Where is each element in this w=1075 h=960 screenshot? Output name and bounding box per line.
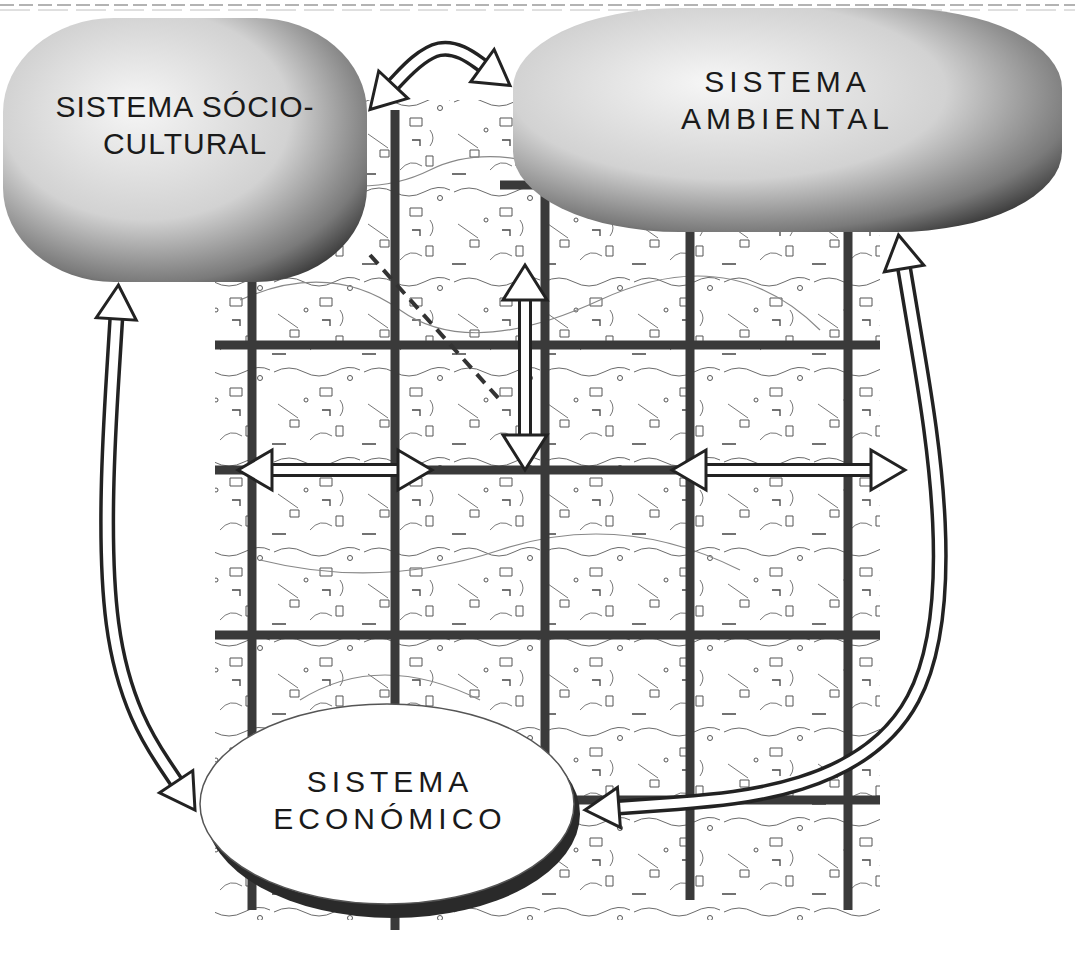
grid-line (686, 120, 695, 900)
scan-line (0, 4, 1075, 6)
arrow-head (672, 450, 706, 490)
grid-line (215, 631, 880, 640)
arrow-outline (107, 315, 178, 785)
blob-shape (3, 18, 367, 282)
ellipse-shape (200, 704, 574, 904)
grid-line (215, 466, 880, 475)
arrow-head (503, 435, 547, 470)
arrow-body (107, 315, 178, 785)
text-group: SISTEMA AMBIENTAL (678, 63, 897, 138)
text-group: SISTEMA SÓCIO-CULTURAL (44, 88, 327, 163)
arrow-head (159, 771, 195, 810)
arrow-head (871, 450, 905, 490)
inner-arrow (705, 466, 870, 474)
flow-arrow (370, 49, 510, 110)
arrow-head (96, 285, 136, 320)
arrow-head (471, 49, 510, 85)
inner-arrow (270, 466, 400, 474)
inner-arrow (705, 463, 870, 477)
system-name: SISTEMA SÓCIO-CULTURAL (44, 88, 327, 163)
arrow-head (585, 788, 620, 828)
flow-arrow (585, 235, 940, 827)
inner-arrow (521, 300, 529, 440)
arrow-body (615, 265, 940, 808)
arrow-head (398, 450, 432, 490)
system-name: SISTEMA ECONÓMICO (270, 763, 510, 838)
system-ellipse: SISTEMA ECONÓMICO (195, 700, 585, 920)
inner-arrows (238, 265, 905, 490)
system-name: SISTEMA AMBIENTAL (678, 63, 897, 138)
arrow-outline (615, 265, 940, 808)
text-group: SISTEMA ECONÓMICO (270, 763, 510, 838)
grid-line (215, 341, 880, 350)
arrow-head (503, 265, 547, 300)
system-blob: SISTEMA SÓCIO-CULTURAL (0, 15, 370, 285)
arrow-head (370, 71, 408, 109)
arrow-head (238, 450, 272, 490)
inner-arrow (518, 300, 532, 440)
system-blob: SISTEMA AMBIENTAL (510, 5, 1065, 235)
blob-shape (513, 8, 1062, 232)
inner-arrow (270, 463, 400, 477)
dashed-line (370, 255, 500, 400)
arrow-head (884, 235, 923, 272)
flow-arrow (96, 285, 195, 810)
